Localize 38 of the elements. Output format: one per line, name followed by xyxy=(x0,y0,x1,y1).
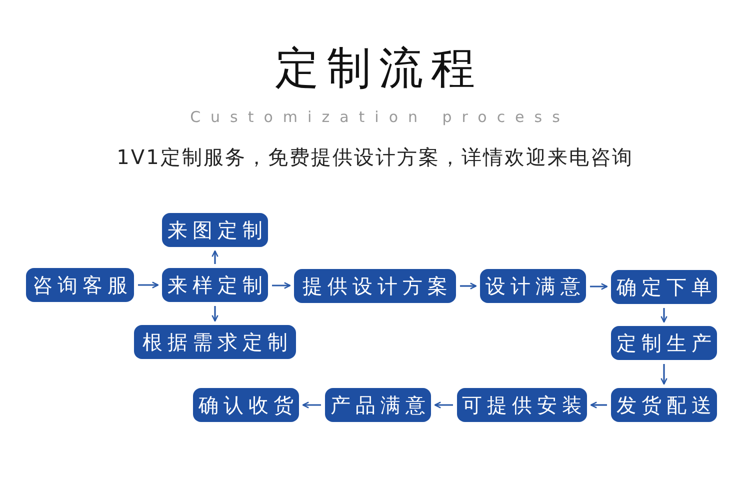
step-label: 产品满意 xyxy=(330,395,430,415)
process-box xyxy=(611,270,717,304)
process-box xyxy=(611,388,717,422)
arrow xyxy=(590,402,607,408)
arrow xyxy=(660,364,668,385)
process-box xyxy=(294,269,456,303)
arrow xyxy=(434,402,453,408)
english-subtitle: Customization process xyxy=(189,107,570,127)
process-box xyxy=(134,325,296,359)
step-label: 确定下单 xyxy=(616,277,716,297)
process-box xyxy=(325,388,431,422)
step-label: 可提供安装 xyxy=(461,395,587,415)
step-label: 定制生产 xyxy=(616,333,716,353)
arrow xyxy=(590,283,608,290)
step-label: 根据需求定制 xyxy=(142,332,292,352)
arrow xyxy=(272,282,291,289)
arrow xyxy=(660,308,668,323)
process-box xyxy=(480,269,586,303)
arrow xyxy=(302,402,321,408)
step-label: 提供设计方案 xyxy=(302,276,452,296)
description-text: 1V1定制服务，免费提供设计方案，详情欢迎来电咨询 xyxy=(116,144,634,170)
step-label: 发货配送 xyxy=(616,395,716,415)
title: 定制流程 xyxy=(274,42,483,96)
step-label: 确认收货 xyxy=(198,395,298,415)
step-label: 咨询客服 xyxy=(32,275,132,295)
arrow xyxy=(212,250,218,264)
step-label: 来图定制 xyxy=(166,220,268,240)
arrow xyxy=(212,306,218,322)
process-box xyxy=(26,268,134,302)
arrow xyxy=(460,282,477,290)
process-box xyxy=(193,388,299,422)
step-label: 设计满意 xyxy=(484,276,586,296)
step-label: 来样定制 xyxy=(166,275,268,295)
arrow xyxy=(138,282,159,288)
process-box xyxy=(611,326,717,360)
process-box xyxy=(162,268,268,302)
process-box xyxy=(457,388,587,422)
process-box xyxy=(162,213,268,247)
